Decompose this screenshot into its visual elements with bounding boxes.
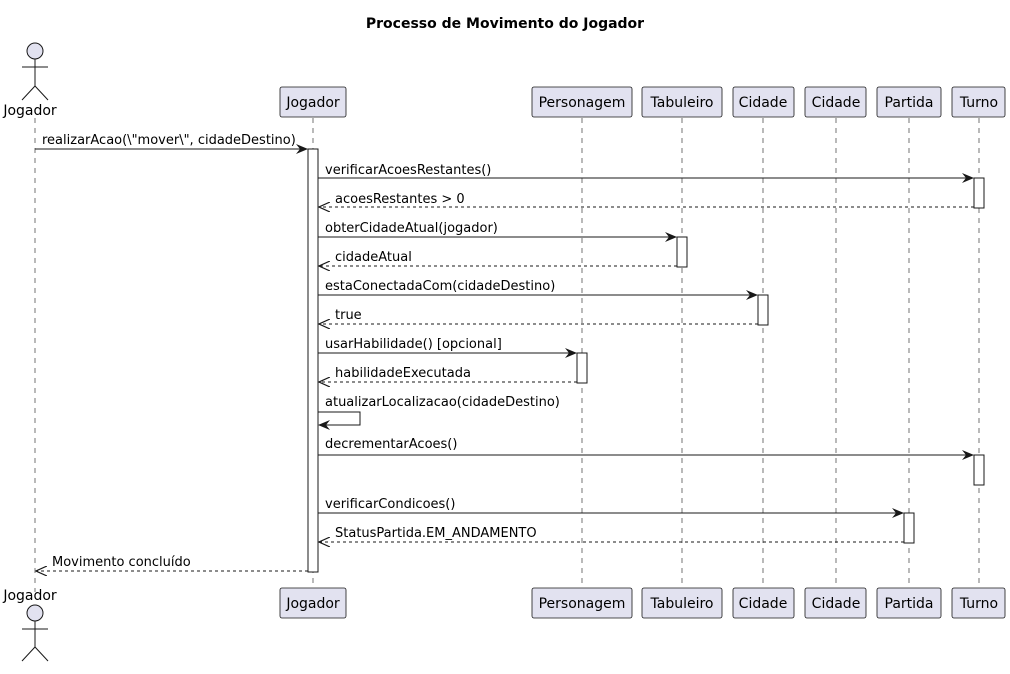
message-label: decrementarAcoes(): [325, 437, 457, 452]
message-label: usarHabilidade() [opcional]: [325, 337, 502, 352]
participant-label: Jogador: [285, 596, 340, 612]
actor-top: Jogador: [2, 42, 57, 119]
participant-personagem-bottom: Personagem: [531, 587, 633, 619]
message-label: StatusPartida.EM_ANDAMENTO: [335, 526, 537, 541]
activation-turno-2: [973, 454, 985, 486]
message-label: Movimento concluído: [52, 555, 191, 570]
participant-cidade-2: Cidade: [804, 86, 867, 118]
message-label: atualizarLocalizacao(cidadeDestino): [325, 395, 560, 410]
message-label: obterCidadeAtual(jogador): [325, 221, 498, 236]
message-cidade-atual-return: cidadeAtual: [319, 250, 677, 266]
message-label: habilidadeExecutada: [335, 366, 471, 381]
activation-tabuleiro: [676, 236, 688, 268]
message-obter-cidade-atual: obterCidadeAtual(jogador): [318, 221, 677, 242]
participant-label: Personagem: [539, 596, 626, 612]
message-usar-habilidade: usarHabilidade() [opcional]: [318, 337, 577, 358]
message-movimento-concluido-return: Movimento concluído: [36, 555, 308, 571]
message-realizar-acao: realizarAcao(\"mover\", cidadeDestino): [35, 133, 308, 154]
participant-label: Partida: [885, 95, 934, 111]
participant-label: Turno: [959, 596, 998, 612]
participant-partida-bottom: Partida: [876, 587, 942, 619]
participants-bottom: Jogador Personagem Tabuleiro Cidade Cida…: [279, 587, 1006, 619]
participant-cidade-2-bottom: Cidade: [804, 587, 867, 619]
message-esta-conectada-com: estaConectadaCom(cidadeDestino): [318, 279, 758, 300]
message-atualizar-localizacao: atualizarLocalizacao(cidadeDestino): [318, 395, 560, 430]
stick-figure-icon: [21, 604, 49, 662]
participant-label: Cidade: [739, 95, 788, 111]
participant-cidade-1-bottom: Cidade: [732, 587, 795, 619]
participant-turno-bottom: Turno: [951, 587, 1006, 619]
activation-partida: [903, 512, 915, 544]
activation-personagem: [576, 352, 588, 384]
message-status-partida-return: StatusPartida.EM_ANDAMENTO: [319, 526, 904, 542]
activation-turno-1: [973, 177, 985, 209]
message-label: verificarCondicoes(): [325, 497, 455, 512]
message-label: acoesRestantes > 0: [335, 192, 465, 207]
message-verificar-condicoes: verificarCondicoes(): [318, 497, 904, 518]
participant-jogador-bottom: Jogador: [279, 587, 347, 619]
actor-label-top: Jogador: [2, 103, 57, 119]
participant-tabuleiro-bottom: Tabuleiro: [641, 587, 723, 619]
participant-cidade-1: Cidade: [732, 86, 795, 118]
participant-label: Tabuleiro: [650, 596, 714, 612]
participants-top: Jogador Personagem Tabuleiro Cidade Cida…: [279, 86, 1006, 118]
message-label: true: [335, 308, 362, 323]
message-acoes-restantes-return: acoesRestantes > 0: [319, 192, 974, 207]
participant-label: Partida: [885, 596, 934, 612]
participant-tabuleiro: Tabuleiro: [641, 86, 723, 118]
participant-label: Tabuleiro: [650, 95, 714, 111]
message-true-return: true: [319, 308, 758, 324]
actor-label-bottom: Jogador: [2, 588, 57, 604]
participant-label: Cidade: [739, 596, 788, 612]
message-label: estaConectadaCom(cidadeDestino): [325, 279, 555, 294]
actor-bottom: Jogador: [2, 588, 57, 662]
message-verificar-acoes-restantes: verificarAcoesRestantes(): [318, 163, 974, 183]
participant-label: Cidade: [812, 95, 861, 111]
participant-label: Cidade: [812, 596, 861, 612]
participant-label: Turno: [959, 95, 998, 111]
participant-personagem: Personagem: [531, 86, 633, 118]
participant-turno: Turno: [951, 86, 1006, 118]
diagram-title: Processo de Movimento do Jogador: [366, 16, 644, 32]
message-habilidade-executada-return: habilidadeExecutada: [319, 366, 577, 382]
message-decrementar-acoes: decrementarAcoes(): [318, 437, 974, 460]
stick-figure-icon: [21, 42, 49, 101]
messages: realizarAcao(\"mover\", cidadeDestino) v…: [35, 133, 974, 571]
message-label: verificarAcoesRestantes(): [325, 163, 491, 178]
message-label: realizarAcao(\"mover\", cidadeDestino): [42, 133, 296, 148]
lifelines: [34, 118, 980, 592]
activation-jogador: [307, 148, 319, 573]
participant-partida: Partida: [876, 86, 942, 118]
activation-bars: [307, 148, 985, 573]
participant-label: Jogador: [285, 95, 340, 111]
participant-label: Personagem: [539, 95, 626, 111]
message-label: cidadeAtual: [335, 250, 412, 265]
participant-jogador: Jogador: [279, 86, 347, 118]
activation-cidade: [757, 294, 769, 326]
